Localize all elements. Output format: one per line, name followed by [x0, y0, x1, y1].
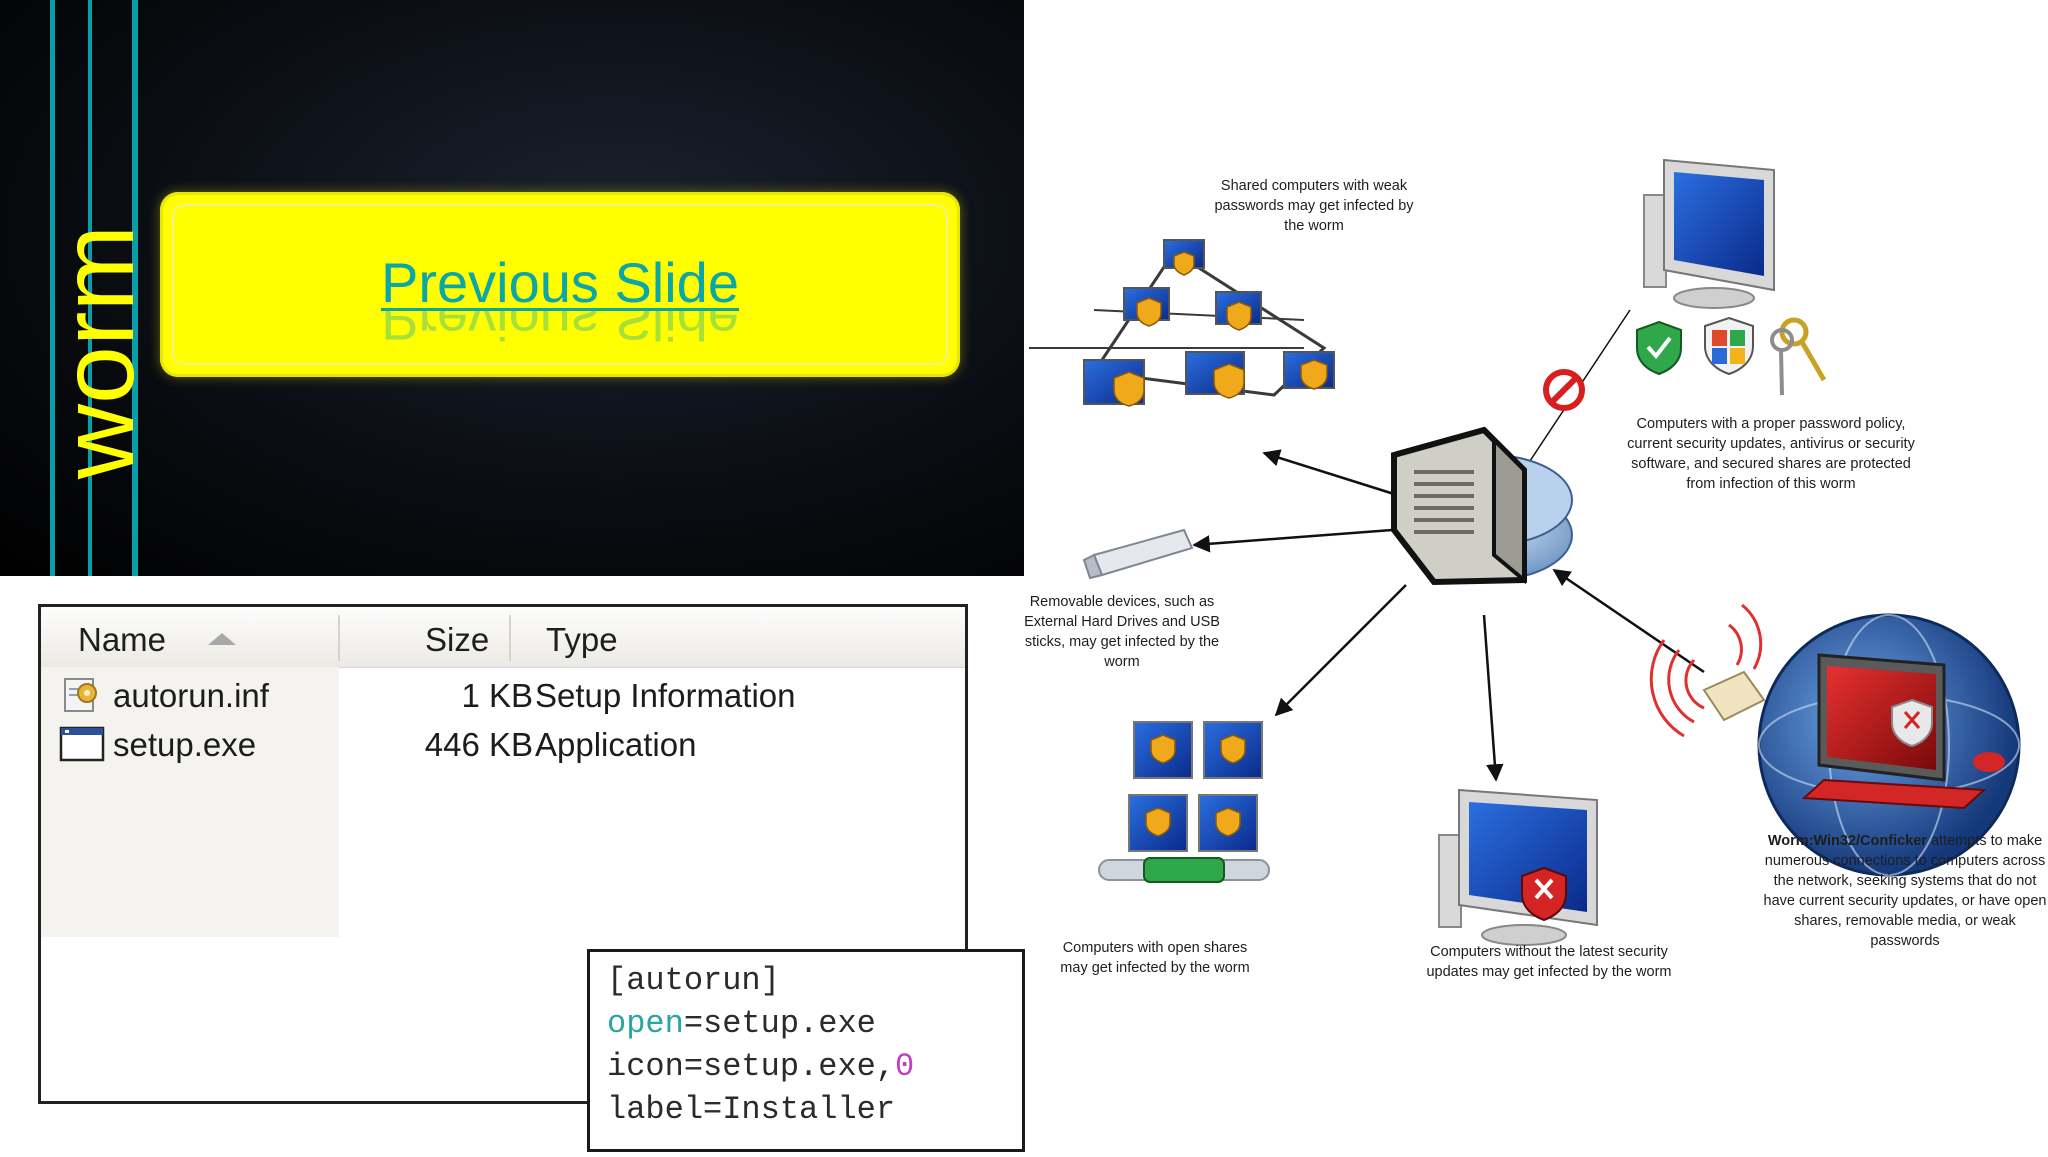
slide-title-panel: worm Previous Slide Previous Slide	[0, 0, 1024, 576]
shared-computers-caption: Shared computers with weak passwords may…	[1214, 178, 1414, 234]
code-line: open=setup.exe	[607, 1005, 876, 1042]
setup-info-file-icon	[64, 678, 97, 712]
file-name: autorun.inf	[113, 677, 269, 714]
windows-shield-icon	[1704, 316, 1754, 376]
spread-arrow	[1192, 528, 1393, 553]
unpatched-computer-icon	[1438, 788, 1598, 946]
conficker-computer-icon	[1702, 613, 2021, 877]
column-header-type[interactable]: Type	[546, 621, 618, 658]
open-shares-caption: Computers with open shares may get infec…	[1060, 940, 1250, 976]
file-type: Application	[535, 726, 697, 763]
conficker-description: attempts to make numerous connections to…	[1763, 833, 2047, 949]
protected-computers-caption: Computers with a proper password policy,…	[1627, 416, 1915, 492]
column-header-bar: Name Size Type	[41, 607, 965, 668]
code-line: icon=setup.exe,0	[607, 1048, 915, 1085]
diagram-graphics	[1029, 158, 2021, 946]
conficker-caption: Worm:Win32/Conficker attempts to make nu…	[1762, 831, 2048, 951]
file-size: 446 KB	[424, 726, 533, 763]
keys-icon	[1770, 317, 1827, 396]
spread-arrow	[1274, 584, 1407, 717]
previous-slide-link[interactable]: Previous Slide	[381, 251, 739, 314]
infected-server-icon	[1391, 426, 1573, 586]
shared-computers-network-icon	[1029, 239, 1335, 407]
worm-spread-diagram: Shared computers with weak passwords may…	[1024, 0, 2048, 1152]
column-header-name[interactable]: Name	[78, 621, 167, 658]
spread-arrow	[1482, 614, 1504, 782]
previous-slide-button[interactable]: Previous Slide Previous Slide	[160, 192, 960, 377]
blocked-icon	[1543, 369, 1585, 411]
security-shield-icon	[1636, 320, 1682, 376]
decor-line	[132, 0, 138, 576]
wireless-signal-icon	[1649, 603, 1763, 738]
usb-stick-icon	[1082, 528, 1194, 580]
decor-line	[88, 0, 92, 576]
button-inner-border	[172, 204, 948, 365]
application-file-icon	[59, 726, 105, 762]
column-divider[interactable]	[338, 615, 340, 661]
code-line: label=Installer	[607, 1091, 896, 1128]
removable-devices-caption: Removable devices, such as External Hard…	[1024, 594, 1220, 670]
file-row[interactable]: autorun.inf 1 KB Setup Information	[41, 671, 965, 719]
open-shares-computers-icon	[1098, 721, 1270, 883]
column-header-size[interactable]: Size	[425, 621, 490, 658]
column-divider[interactable]	[509, 615, 511, 661]
protected-computer-icon	[1643, 158, 1775, 309]
file-name: setup.exe	[113, 726, 257, 763]
spread-arrow	[1262, 449, 1395, 496]
autorun-inf-contents: [autorun] open=setup.exe icon=setup.exe,…	[587, 949, 1025, 1152]
sort-ascending-icon	[208, 633, 236, 645]
conficker-name: Worm:Win32/Conficker	[1767, 833, 1927, 849]
file-row[interactable]: setup.exe 446 KB Application	[41, 720, 965, 768]
file-type: Setup Information	[535, 677, 796, 714]
decor-line	[50, 0, 55, 576]
slide-title: worm	[40, 224, 156, 480]
no-updates-caption: Computers without the latest security up…	[1426, 944, 1672, 980]
previous-slide-reflection: Previous Slide	[381, 308, 739, 348]
file-size: 1 KB	[461, 677, 533, 714]
spread-arrow	[1552, 568, 1705, 674]
code-line: [autorun]	[607, 962, 780, 999]
